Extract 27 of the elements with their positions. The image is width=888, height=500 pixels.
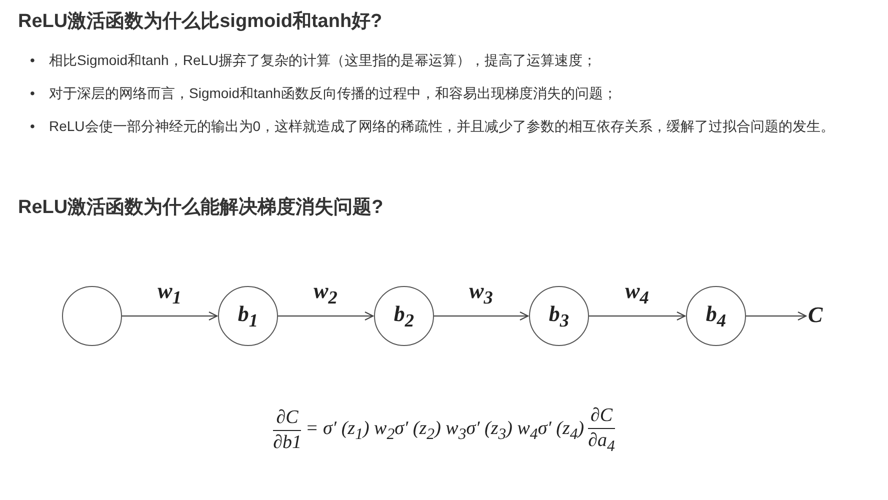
bullet: •	[30, 84, 35, 103]
edge-label: w$_{3}$	[469, 278, 493, 308]
edge-label: w$_{4}$	[625, 278, 649, 308]
formula-numerator: ∂C	[276, 406, 298, 429]
formula-numerator: ∂C	[590, 405, 613, 427]
neuron-circle: b$_{4}$	[686, 286, 746, 346]
arrow	[589, 311, 686, 321]
output-label: C	[808, 302, 823, 328]
arrow	[122, 311, 218, 321]
bullet-text: 对于深层的网络而言，Sigmoid和tanh函数反向传播的过程中，和容易出现梯度消失的问题；	[49, 85, 617, 101]
bullet-text: 相比Sigmoid和tanh，ReLU摒弃了复杂的计算（这里指的是幂运算），提高了运算速度；	[49, 52, 597, 68]
formula-text: = σ′ (z$_{1}$) w$_{2}$σ′ (z$_{2}$) w$_{3}$σ′ (z$_{3}$) w$_{4}$σ′ (z$_{4}$)	[305, 418, 584, 444]
neuron-circle: b$_{3}$	[529, 286, 589, 346]
arrow	[278, 311, 374, 321]
arrow	[434, 311, 529, 321]
arrow	[746, 311, 807, 321]
formula-denominator: ∂a$_{4}$	[588, 430, 615, 456]
heading: ReLU激活函数为什么比sigmoid和tanh好?	[18, 10, 382, 34]
bullet-text: ReLU会使一部分神经元的输出为0，这样就造成了网络的稀疏性，并且减少了参数的相互依存关系，缓解了过拟合问题的发生。	[49, 118, 835, 134]
edge-label: w$_{2}$	[314, 278, 338, 308]
formula-denominator: ∂b1	[273, 432, 302, 454]
neuron-circle: b$_{1}$	[218, 286, 278, 346]
neuron-circle: b$_{2}$	[374, 286, 434, 346]
heading: ReLU激活函数为什么能解决梯度消失问题?	[18, 196, 384, 220]
bullet: •	[30, 51, 35, 70]
edge-label: w$_{1}$	[158, 278, 182, 308]
bullet: •	[30, 117, 35, 136]
